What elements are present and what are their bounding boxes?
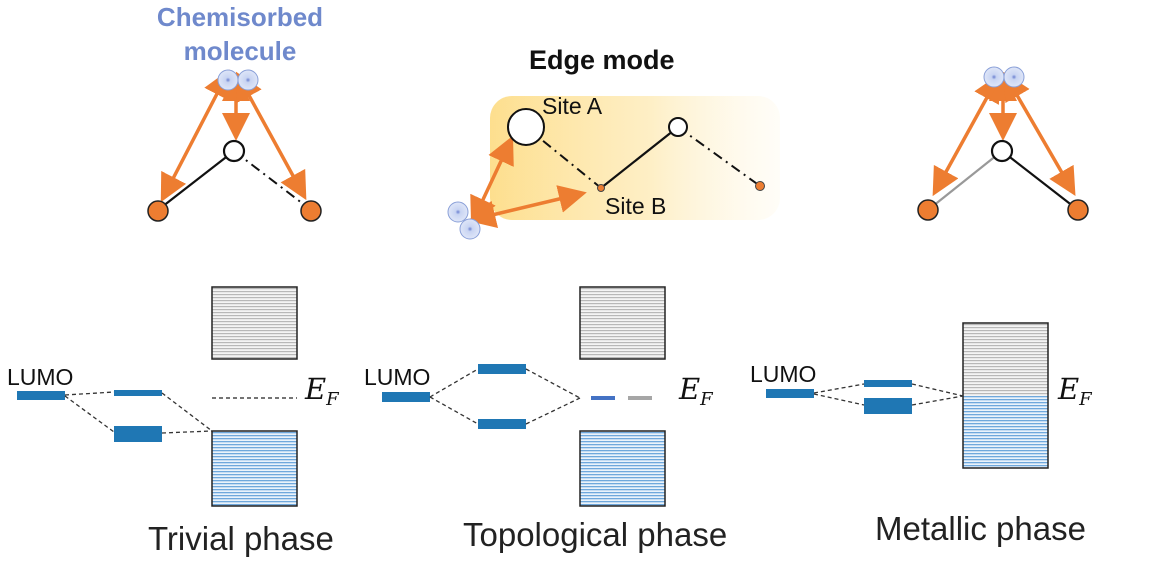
chemisorbed-line2: molecule: [183, 36, 297, 66]
site-a-atom: [507, 108, 545, 146]
chemisorbed-line1: Chemisorbed: [156, 2, 324, 32]
hybrid-level-lower: [478, 419, 526, 429]
fermi-energy-label-metallic: EF: [1058, 372, 1092, 410]
lumo-level: [766, 389, 814, 398]
valence-band: [579, 430, 666, 507]
occupied-band: [963, 396, 1048, 468]
lumo-label-topological: LUMO: [364, 364, 431, 390]
trivial-phase-levels: [17, 286, 298, 507]
molecule-icon: [983, 66, 1025, 88]
atom-orange-left: [147, 200, 169, 222]
conduction-band: [211, 286, 298, 360]
site-b-atom: [597, 184, 605, 192]
bonding-level-lower: [114, 426, 162, 442]
hybrid-level-upper: [478, 364, 526, 374]
trivial-geometry: [147, 69, 322, 222]
atom-orange-right: [300, 200, 322, 222]
arrow-to-site-b: [467, 185, 587, 228]
lumo-label-metallic: LUMO: [750, 361, 817, 387]
unoccupied-band: [963, 323, 1048, 396]
bonding-level-upper: [114, 390, 162, 396]
topological-phase-levels: [382, 286, 666, 507]
arrow-left: [932, 73, 1001, 197]
phase-label-metallic: Metallic phase: [875, 510, 1086, 547]
molecule-icon: [447, 201, 481, 240]
hybrid-level-lower: [864, 398, 912, 414]
lumo-level: [382, 392, 430, 402]
edge-state-gray: [628, 396, 652, 400]
arrow-right: [235, 71, 307, 201]
arrow-right: [1003, 71, 1076, 197]
lumo-label-trivial: LUMO: [7, 364, 74, 390]
bond-dashdot: [233, 150, 312, 211]
molecule-icon: [217, 69, 259, 91]
conduction-band: [579, 286, 666, 360]
fermi-energy-label-trivial: EF: [305, 372, 339, 410]
atom-orange-small: [755, 181, 765, 191]
lumo-level: [17, 391, 65, 400]
metallic-geometry: [917, 66, 1089, 221]
fermi-energy-label-topological: EF: [679, 372, 713, 410]
phase-label-topological: Topological phase: [463, 516, 728, 553]
valence-band: [211, 430, 298, 507]
hybrid-level-upper: [864, 380, 912, 387]
edge-mode-geometry: [447, 96, 780, 240]
edge-state-blue: [591, 396, 615, 400]
bond-solid: [157, 150, 235, 211]
site-a-label: Site A: [542, 93, 603, 119]
chemisorbed-molecule-label: Chemisorbed molecule: [140, 0, 340, 68]
atom-white-small: [668, 117, 688, 137]
arrow-left: [160, 69, 230, 203]
phase-label-trivial: Trivial phase: [148, 520, 334, 557]
atom-center: [222, 139, 246, 163]
metallic-phase-levels: [766, 322, 1049, 469]
edge-mode-title: Edge mode: [529, 45, 675, 75]
site-b-label: Site B: [605, 193, 667, 219]
